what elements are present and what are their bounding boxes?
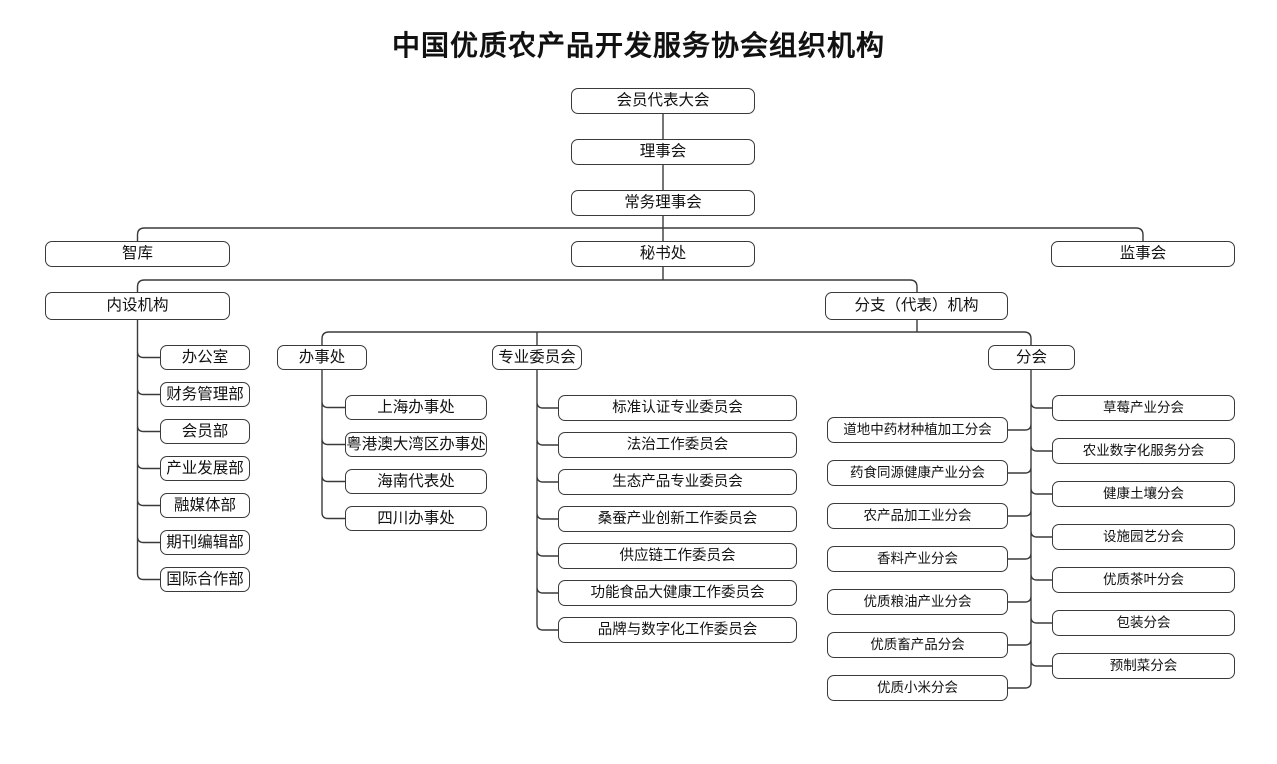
node-chapter-quality-tea: 优质茶叶分会 <box>1052 567 1235 593</box>
connector-committees-tree <box>536 370 558 631</box>
node-committee-standards: 标准认证专业委员会 <box>558 395 797 421</box>
node-secretariat: 秘书处 <box>571 241 755 267</box>
node-chapter-healthy-soil: 健康土壤分会 <box>1052 481 1235 507</box>
node-dept-finance: 财务管理部 <box>160 382 250 407</box>
connector-internal-tree <box>136 320 160 581</box>
node-chapter-strawberry: 草莓产业分会 <box>1052 395 1235 421</box>
node-committees-header: 专业委员会 <box>492 345 582 370</box>
node-standing-council: 常务理事会 <box>571 190 755 216</box>
node-committee-supply-chain: 供应链工作委员会 <box>558 543 797 569</box>
node-think-tank: 智库 <box>45 241 230 267</box>
node-chapter-grain-oil: 优质粮油产业分会 <box>827 589 1008 615</box>
node-dept-journal-editing: 期刊编辑部 <box>160 530 250 555</box>
connector-top-spine <box>136 114 1144 241</box>
node-chapter-packaging: 包装分会 <box>1052 610 1235 636</box>
node-office-hainan: 海南代表处 <box>345 469 487 494</box>
node-dept-intl-cooperation: 国际合作部 <box>160 567 250 592</box>
connector-secretariat-split <box>136 267 918 292</box>
node-chapter-prepared-food: 预制菜分会 <box>1052 653 1235 679</box>
node-committee-eco-products: 生态产品专业委员会 <box>558 469 797 495</box>
node-member-assembly: 会员代表大会 <box>571 88 755 114</box>
node-dept-industry-dev: 产业发展部 <box>160 456 250 481</box>
node-office-sichuan: 四川办事处 <box>345 506 487 531</box>
connector-offices-tree <box>321 370 345 520</box>
node-chapter-millet: 优质小米分会 <box>827 675 1008 701</box>
node-committee-functional-food: 功能食品大健康工作委员会 <box>558 580 797 606</box>
node-council: 理事会 <box>571 139 755 165</box>
connector-chapters-tree <box>1008 370 1052 689</box>
node-dept-media: 融媒体部 <box>160 493 250 518</box>
node-dept-general-office: 办公室 <box>160 345 250 370</box>
connector-branch-split <box>321 320 1032 345</box>
node-chapter-horticulture: 设施园艺分会 <box>1052 524 1235 550</box>
node-dept-membership: 会员部 <box>160 419 250 444</box>
node-office-shanghai: 上海办事处 <box>345 395 487 420</box>
node-committee-sericulture: 桑蚕产业创新工作委员会 <box>558 506 797 532</box>
node-internal-organs: 内设机构 <box>45 292 230 320</box>
node-chapter-food-medicine: 药食同源健康产业分会 <box>827 460 1008 486</box>
node-offices-header: 办事处 <box>277 345 367 370</box>
node-chapter-herbal-planting: 道地中药材种植加工分会 <box>827 417 1008 443</box>
node-chapter-spice-industry: 香料产业分会 <box>827 546 1008 572</box>
node-supervisory-board: 监事会 <box>1051 241 1235 267</box>
node-chapter-livestock: 优质畜产品分会 <box>827 632 1008 658</box>
node-chapter-agri-digital: 农业数字化服务分会 <box>1052 438 1235 464</box>
node-committee-brand-digital: 品牌与数字化工作委员会 <box>558 617 797 643</box>
node-office-gba: 粤港澳大湾区办事处 <box>345 432 487 457</box>
node-chapters-header: 分会 <box>988 345 1075 370</box>
node-committee-rule-of-law: 法治工作委员会 <box>558 432 797 458</box>
node-chapter-agri-processing: 农产品加工业分会 <box>827 503 1008 529</box>
node-branch-organs: 分支（代表）机构 <box>825 292 1008 320</box>
chart-title: 中国优质农产品开发服务协会组织机构 <box>391 30 885 61</box>
